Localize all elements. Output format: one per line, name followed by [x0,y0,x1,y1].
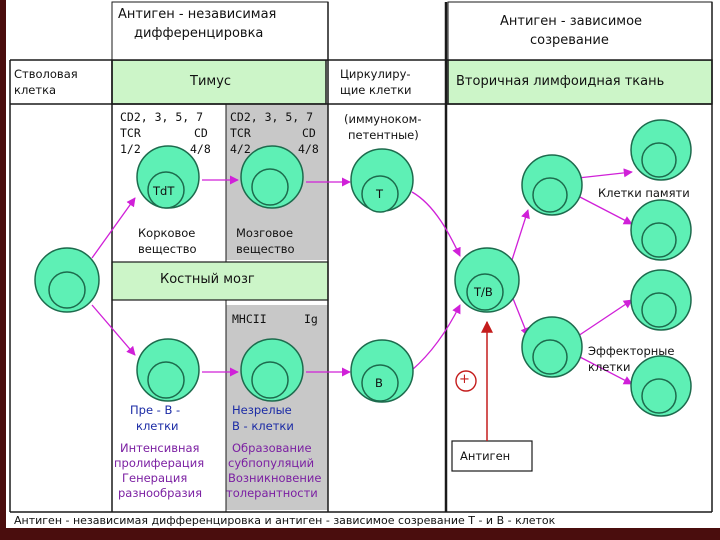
cell-tb-label: T/B [474,285,493,299]
arrow-effector-up [577,299,633,337]
immuno-label-2: петентные) [348,128,419,142]
arrow-memory-down [577,195,633,225]
immuno-label-1: (иммунoком- [344,112,422,126]
ig-label: Ig [304,312,318,326]
medulla-cd-label: CD [302,126,316,140]
cell-t [350,148,414,213]
cortex-label-1: Корковое [138,226,196,240]
cortex-cd-value: 4/8 [190,142,211,156]
memory-cells-label: Клетки памяти [598,186,690,200]
medulla-label-1: Мозговое [236,226,294,240]
pre-b-label-2: клетки [136,419,179,433]
cell-b [350,339,414,403]
cell-effector-parent [521,316,583,378]
tolerance-label-1: Возникновение [228,471,322,485]
medulla-tcr-label: TCR [230,126,251,140]
subpop-label-2: субпопуляций [228,456,315,470]
secondary-lymphoid-label: Вторичная лимфоидная ткань [456,74,665,89]
header-independent-line1: Антиген - независимая [118,7,277,22]
arrow-stem-to-preb [91,304,136,356]
cell-memory-2 [630,199,692,261]
cortex-tcr-label: TCR [120,126,141,140]
header-independent-line2: дифференцировка [134,26,264,41]
cell-preb [136,338,200,402]
proliferation-label-2: пролиферация [114,456,205,470]
bone-marrow-label: Костный мозг [160,272,255,287]
effector-label-2: клетки [588,360,631,374]
pre-b-label-1: Пре - В - [130,403,181,417]
arrow-tb-to-effector [511,295,530,337]
plus-sign: + [459,372,470,387]
stem-cell-label-1: Стволовая [14,67,78,81]
cell-b-label: B [375,376,383,390]
arrow-memory-up [577,168,633,179]
cell-tdt-label: TdT [153,184,175,198]
arrow-t-to-tb [411,191,461,257]
circulating-label-1: Циркулиру- [340,67,411,81]
generation-label-1: Генерация [122,471,188,485]
cell-immature-b [240,338,304,402]
slide-bottom-bar [0,528,720,540]
antigen-box [451,440,533,472]
cell-memory-parent [521,154,583,216]
generation-label-2: разнообразия [118,486,202,500]
cells [34,119,692,417]
cortex-cd-markers: CD2, 3, 5, 7 [120,110,204,124]
medulla-cd-value: 4/8 [298,142,319,156]
cell-stem [34,247,100,313]
medulla-tcr-value: 4/2 [230,142,251,156]
medulla-label-2: вещество [236,242,295,256]
circulating-label-2: щие клетки [340,83,412,97]
cell-memory-1 [630,119,692,181]
cell-medulla [240,145,304,209]
immature-b-label-2: В - клетки [232,419,294,433]
arrow-effector-down [577,355,633,385]
proliferation-label-1: Интенсивная [120,441,200,455]
cortex-tcr-value: 1/2 [120,142,141,156]
plus-circle [455,370,477,392]
arrow-tb-to-memory [511,209,530,261]
header-dependent-line1: Антиген - зависимое [500,14,643,29]
cortex-cd-label: CD [194,126,208,140]
cell-t-label: T [376,187,384,201]
cortex-label-2: вещество [138,242,197,256]
cell-tb [454,247,520,313]
cell-effector-2 [630,355,692,417]
effector-label-1: Эффекторные [588,344,675,358]
header-box-dependent [447,1,713,61]
slide-edge [0,0,6,540]
stem-cell-label-2: клетка [14,83,57,97]
mhc-label: MHCII [232,312,267,326]
cell-effector-1 [630,269,692,331]
header-dependent-line2: созревание [530,33,609,48]
subpop-label-1: Образование [232,441,312,455]
grid-lines [9,2,713,513]
thymus-label: Тимус [190,74,232,89]
cell-tdt [136,145,200,209]
immature-b-label-1: Незрелые [232,403,292,417]
arrow-stem-to-tdt [91,197,136,259]
caption: Антиген - независимая дифференцировка и … [14,514,556,527]
tolerance-label-2: толерантности [226,486,318,500]
flow-arrows [91,168,633,385]
medulla-cd-markers: CD2, 3, 5, 7 [230,110,314,124]
arrow-b-to-tb [411,304,461,371]
antigen-label: Антиген [460,449,511,463]
